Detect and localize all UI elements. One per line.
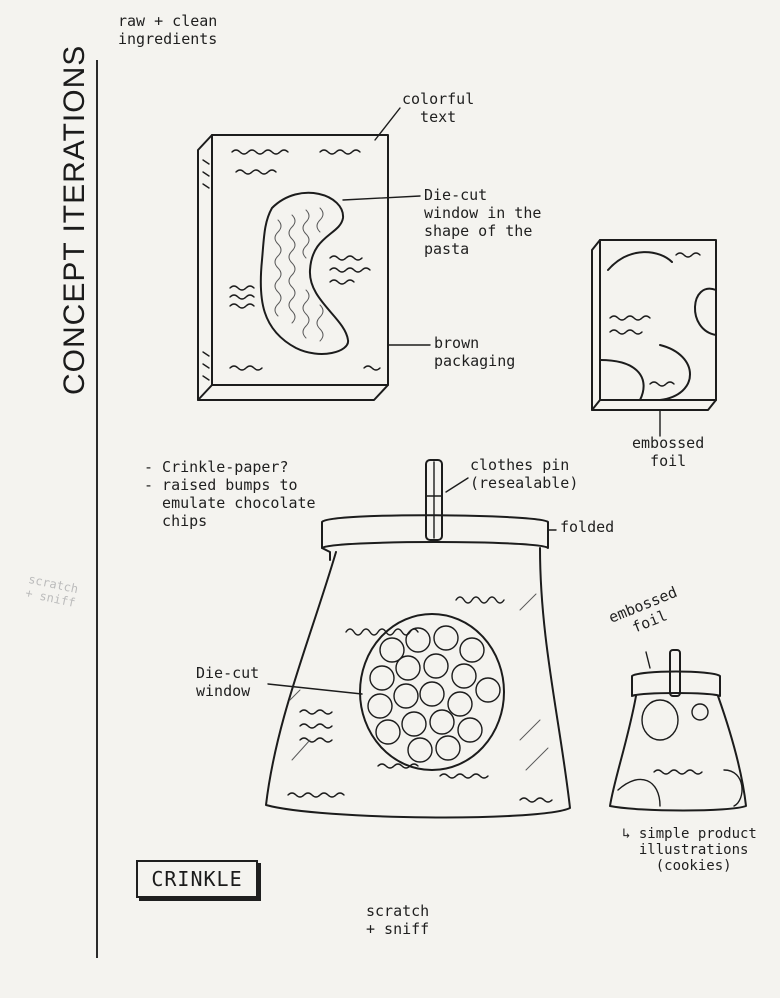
note-simple-illustrations: ↳ simple product illustrations (cookies) (622, 826, 757, 874)
note-die-cut-pasta: Die-cut window in the shape of the pasta (424, 186, 542, 258)
note-colorful-text: colorful text (402, 90, 475, 126)
note-embossed-foil: embossed foil (632, 434, 705, 470)
box-front (211, 134, 389, 386)
box-bottom (197, 384, 389, 401)
die-cut-cookie-window (359, 613, 505, 771)
vertical-divider (96, 60, 98, 958)
note-brown-packaging: brown packaging (434, 334, 516, 370)
note-die-cut-window: Die-cut window (196, 664, 260, 700)
die-cut-pasta-window (259, 191, 349, 355)
box-sketch-icon (197, 134, 389, 401)
crinkle-label: CRINKLE (136, 860, 258, 898)
box-side (197, 134, 213, 401)
bag-body (265, 547, 571, 819)
small-bag-sketch-icon (609, 649, 747, 812)
clothes-pin-icon (425, 459, 443, 541)
foil-box-sketch-icon (591, 239, 717, 411)
note-clothes-pin: clothes pin (resealable) (470, 456, 579, 492)
note-raw-clean-ingredients: raw + clean ingredients (118, 12, 218, 48)
note-crinkle-questions: - Crinkle-paper? - raised bumps to emula… (144, 458, 316, 530)
note-scratch-sniff: scratch + sniff (366, 902, 430, 938)
bag-sketch-icon (265, 514, 571, 819)
note-folded: folded (560, 518, 615, 536)
folded-top (321, 514, 549, 549)
